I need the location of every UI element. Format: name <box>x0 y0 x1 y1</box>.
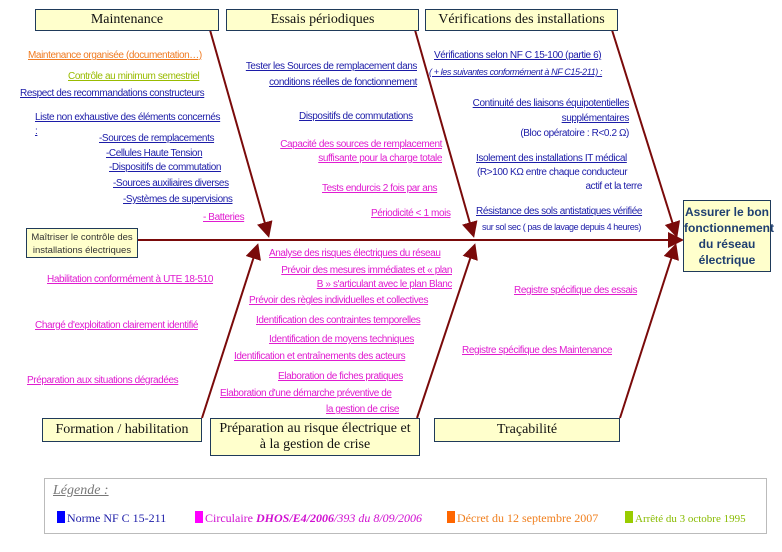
formation-bone <box>201 243 261 419</box>
maintenance-item: : <box>35 126 38 137</box>
essais-bone <box>414 29 478 238</box>
preparation-bone <box>416 243 478 419</box>
preparation-item: Identification et entraînements des acte… <box>234 351 406 362</box>
essais-item: Capacité des sources de remplacement <box>280 139 442 150</box>
tracabilite-item: Registre spécifique des essais <box>514 285 638 296</box>
legend-item-decret: Décret du 12 septembre 2007 <box>447 511 598 526</box>
maintenance-item: Maintenance organisée (documentation…) <box>28 50 202 61</box>
formation-item: Chargé d'exploitation clairement identif… <box>35 320 198 331</box>
verif-item: Continuité des liaisons équipotentielles <box>472 98 630 109</box>
legend-label: Norme NF C 15-211 <box>67 511 167 525</box>
legend-title: Légende : <box>53 483 109 498</box>
preparation-item: Identification des contraintes temporell… <box>256 315 421 326</box>
essais-item: conditions réelles de fonctionnement <box>269 77 417 88</box>
verifications-bone <box>611 29 681 238</box>
formation-item: Préparation aux situations dégradées <box>27 375 179 386</box>
maintenance-item: Liste non exhaustive des éléments concer… <box>35 112 221 123</box>
preparation-item: Prévoir des règles individuelles et coll… <box>249 295 429 306</box>
maintenance-item: -Dispositifs de commutation <box>109 162 222 173</box>
preparation-item: Analyse des risques électriques du résea… <box>269 248 441 259</box>
legend-item-arrete: Arrêté du 3 octobre 1995 <box>625 511 746 525</box>
preparation-item: Elaboration d'une démarche préventive de <box>220 388 392 399</box>
category-maintenance: Maintenance <box>35 9 219 31</box>
category-preparation: Préparation au risque électrique et à la… <box>210 418 420 456</box>
legend-label: Décret du 12 septembre 2007 <box>457 511 599 525</box>
preparation-item: Elaboration de fiches pratiques <box>278 371 403 382</box>
maintenance-item: Contrôle au minimum semestriel <box>68 71 200 82</box>
category-tracabilite: Traçabilité <box>434 418 620 442</box>
goal-box: Assurer le bon fonctionnement du réseau … <box>683 200 774 272</box>
verif-item: sur sol sec ( pas de lavage depuis 4 heu… <box>482 222 641 232</box>
verif-item: Résistance des sols antistatiques vérifi… <box>476 206 643 217</box>
legend-item-circulaire: Circulaire DHOS/E4/2006/393 du 8/09/2006 <box>195 511 422 526</box>
preparation-item: Identification de moyens techniques <box>269 334 414 345</box>
category-formation: Formation / habilitation <box>42 418 202 442</box>
maintenance-item: -Sources auxiliaires diverses <box>113 178 229 189</box>
verif-item: supplémentaires <box>561 113 630 124</box>
maintenance-item: -Systèmes de supervisions <box>123 194 233 205</box>
tracabilite-item: Registre spécifique des Maintenance <box>462 345 612 356</box>
verif-item: ( + les suivantes conformément à NF C15-… <box>429 67 603 77</box>
preparation-item: Prévoir des mesures immédiates et « plan <box>281 265 452 276</box>
legend-item-nf-c-15-211: Norme NF C 15-211 <box>57 511 166 526</box>
legend-swatch <box>625 511 633 523</box>
essais-item: Tester les Sources de remplacement dans <box>245 61 418 72</box>
formation-item: Habilitation conformément à UTE 18-510 <box>47 274 214 285</box>
verif-item: Vérifications selon NF C 15-100 (partie … <box>434 50 602 61</box>
legend: Légende : Norme NF C 15-211 Circulaire D… <box>44 478 767 534</box>
legend-label: Arrêté du 3 octobre 1995 <box>635 513 746 525</box>
category-verifications: Vérifications des installations <box>425 9 618 31</box>
verif-item: Isolement des installations IT médical <box>476 153 627 164</box>
maintenance-item: - Batteries <box>203 212 245 223</box>
legend-swatch <box>57 511 65 523</box>
essais-item: Dispositifs de commutations <box>299 111 413 122</box>
verif-item: actif et la terre <box>585 181 642 192</box>
maintenance-item: -Cellules Haute Tension <box>106 148 203 159</box>
legend-swatch <box>447 511 455 523</box>
legend-swatch <box>195 511 203 523</box>
legend-label-bold: DHOS/E4/2006 <box>255 511 334 525</box>
verif-item: (R>100 KΩ entre chaque conducteur <box>477 167 628 178</box>
legend-label: Circulaire <box>205 511 256 525</box>
verif-item: (Bloc opératoire : R<0.2 Ω) <box>520 128 629 139</box>
essais-item: suffisante pour la charge totale <box>318 153 442 164</box>
maintenance-item: Respect des recommandations constructeur… <box>20 88 205 99</box>
preparation-item: B » s'articulant avec le plan Blanc <box>316 279 453 290</box>
tracabilite-bone <box>619 243 679 419</box>
legend-label-suffix: /393 du 8/09/2006 <box>334 511 423 525</box>
category-essais: Essais périodiques <box>226 9 419 31</box>
start-box: Maîtriser le contrôle des installations … <box>26 228 138 258</box>
preparation-item: la gestion de crise <box>326 404 400 415</box>
essais-item: Tests endurcis 2 fois par ans <box>322 183 438 194</box>
maintenance-bone <box>209 29 273 238</box>
maintenance-item: -Sources de remplacements <box>99 133 215 144</box>
essais-item: Périodicité < 1 mois <box>371 208 451 219</box>
